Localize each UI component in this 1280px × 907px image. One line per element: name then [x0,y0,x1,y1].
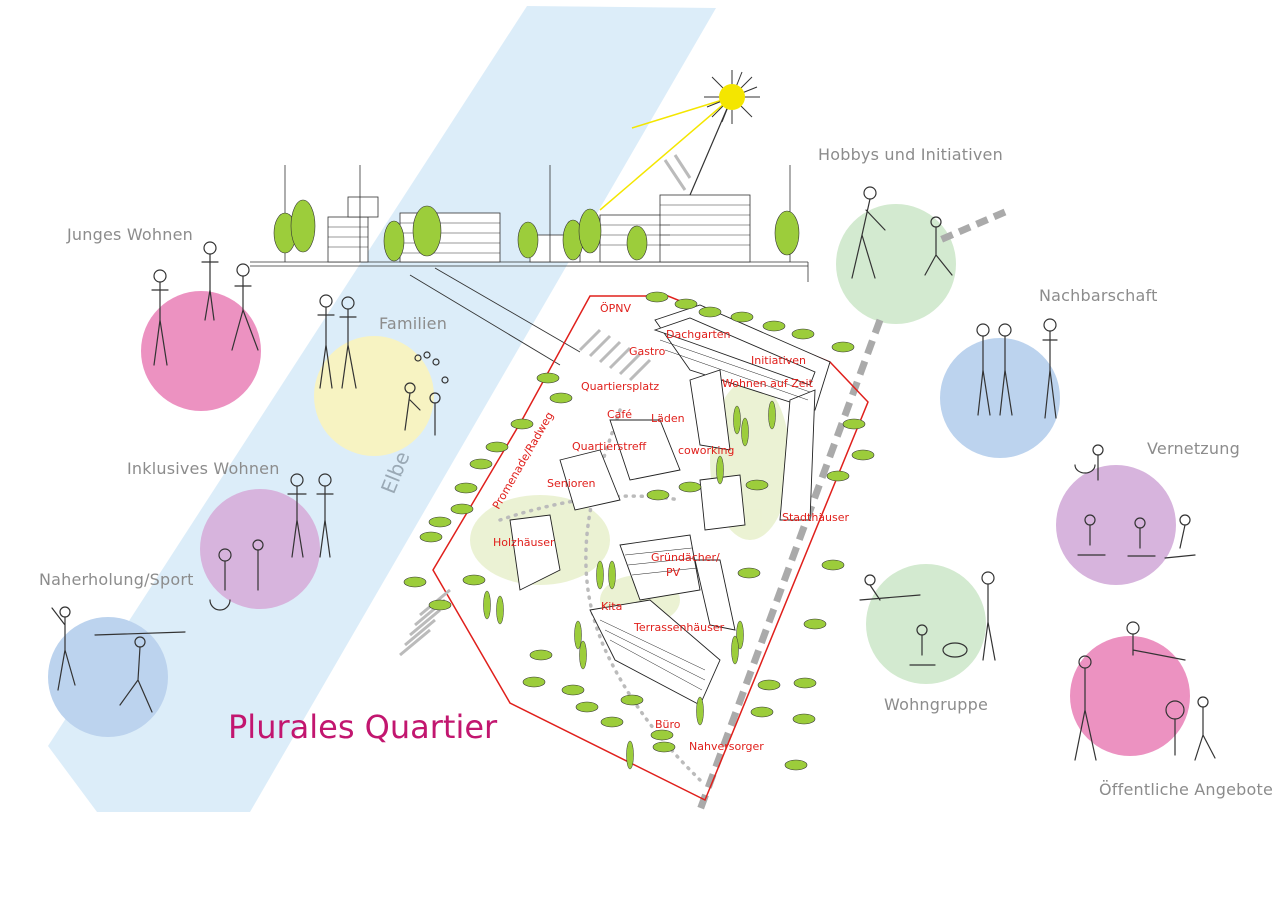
bubble-vernetzung [1056,465,1176,585]
map-label-dachgarten: Dachgarten [666,328,731,341]
label-wohngruppe: Wohngruppe [884,695,988,714]
map-label-laeden: Läden [651,412,685,425]
map-label-kita: Kita [601,600,623,613]
bubble-familien [314,336,434,456]
label-inklusives-wohnen: Inklusives Wohnen [127,459,280,478]
label-oeffentliche: Öffentliche Angebote [1099,780,1274,799]
map-label-cafe: Café [607,408,633,421]
map-label-initiativen: Initiativen [751,354,806,367]
map-label-quartierstreff: Quartierstreff [572,440,647,453]
map-label-oepnv: ÖPNV [600,302,632,315]
map-label-holzhaeuser: Holzhäuser [493,536,555,549]
cypress-trees [483,400,776,770]
people-figures [51,186,1216,761]
map-label-coworking: coworking [678,444,735,457]
label-vernetzung: Vernetzung [1147,439,1240,458]
map-label-quartiersplatz: Quartiersplatz [581,380,660,393]
bubble-wohngruppe [866,564,986,684]
label-naherholung: Naherholung/Sport [39,570,194,589]
label-nachbarschaft: Nachbarschaft [1039,286,1158,305]
diagram-title: Plurales Quartier [228,708,498,746]
map-label-buero: Büro [655,718,681,731]
bubble-junges-wohnen [141,291,261,411]
section-trees [273,199,800,262]
map-label-terrassenhaeuser: Terrassenhäuser [634,621,725,634]
label-familien: Familien [379,314,448,333]
buildings [509,304,831,706]
label-junges-wohnen: Junges Wohnen [67,225,193,244]
map-label-gruendaecher: Gründächer/ [651,551,720,564]
map-label-pv: PV [666,566,681,579]
bubble-oeffentliche [1070,636,1190,756]
sun-icon [599,70,760,211]
crosswalks [399,154,692,657]
bubble-nachbarschaft [940,338,1060,458]
railway-dashes [696,208,1007,812]
map-label-senioren: Senioren [547,477,596,490]
bubble-hobbys [836,204,956,324]
label-hobbys: Hobbys und Initiativen [818,145,1003,164]
map-label-stadthaeuser: Stadthäuser [782,511,850,524]
map-label-wohnen-auf-zeit: Wohnen auf Zeit [722,377,813,390]
map-label-gastro: Gastro [629,345,666,358]
map-label-nahversorger: Nahversorger [689,740,764,753]
site-trees [403,291,875,771]
